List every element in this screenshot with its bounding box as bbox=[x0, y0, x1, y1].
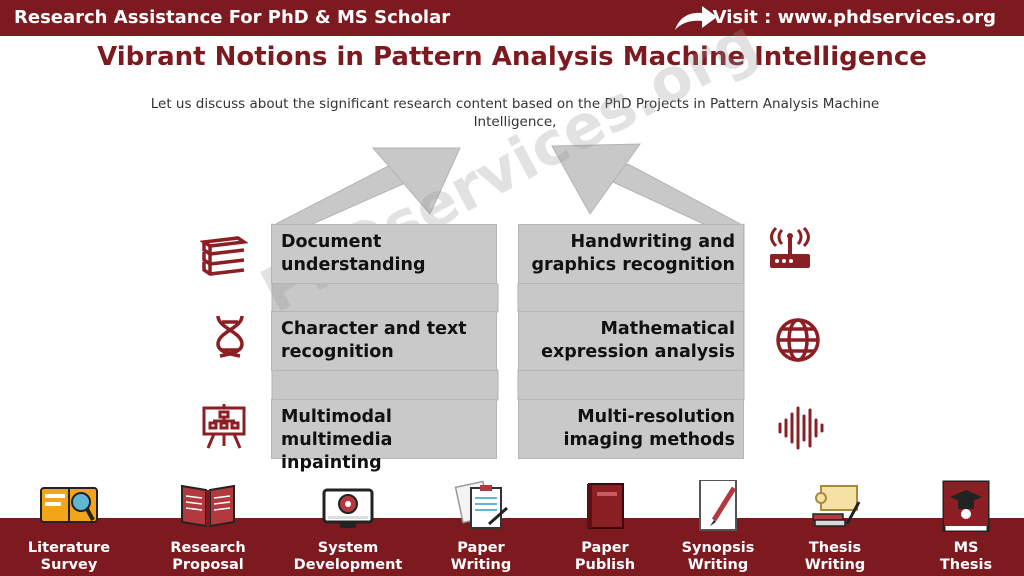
left-arrow-head bbox=[371, 147, 461, 215]
service-label-line2: Development bbox=[293, 557, 403, 573]
service-label-line1: System bbox=[317, 540, 379, 556]
router-icon bbox=[770, 226, 810, 268]
topic-mathematical-expression: Mathematical expression analysis bbox=[518, 311, 744, 371]
monitor-gear-icon bbox=[322, 488, 374, 528]
clipboard-writing-icon bbox=[454, 480, 508, 529]
right-arrow-head bbox=[551, 143, 641, 215]
right-arrow-shaft bbox=[598, 163, 745, 227]
topic-document-understanding: Document understanding bbox=[271, 224, 497, 284]
service-label-line1: Paper bbox=[457, 540, 505, 556]
service-label-line2: Proposal bbox=[172, 557, 244, 573]
left-arrow-shaft bbox=[271, 159, 432, 227]
topic-line: Multimodal bbox=[281, 407, 392, 427]
service-label-line2: Publish bbox=[574, 557, 636, 573]
topic-line: multimedia bbox=[281, 430, 393, 450]
service-label-line1: MS bbox=[953, 540, 979, 556]
brand-text: Research Assistance For PhD & MS Scholar bbox=[14, 7, 451, 28]
top-banner: Research Assistance For PhD & MS Scholar… bbox=[0, 0, 1024, 36]
dna-icon bbox=[216, 315, 244, 358]
service-label-line2: Writing bbox=[804, 557, 866, 573]
topic-line: Mathematical bbox=[600, 319, 735, 339]
service-label-line2: Writing bbox=[450, 557, 512, 573]
globe-icon bbox=[776, 318, 820, 362]
topic-multi-resolution-imaging: Multi-resolution imaging methods bbox=[518, 399, 744, 459]
topic-line: understanding bbox=[281, 255, 426, 275]
topic-line: expression analysis bbox=[541, 342, 735, 362]
service-label-line1: Research bbox=[170, 540, 246, 556]
service-label-line2: Thesis bbox=[939, 557, 993, 573]
topic-line: Multi-resolution bbox=[577, 407, 735, 427]
presentation-board-icon bbox=[202, 404, 246, 449]
red-book-icon bbox=[587, 483, 624, 529]
page-subtitle: Let us discuss about the significant res… bbox=[150, 96, 880, 130]
scroll-books-icon bbox=[812, 485, 861, 527]
service-label-line1: Paper bbox=[581, 540, 629, 556]
service-label-line1: Thesis bbox=[808, 540, 862, 556]
graduate-book-icon bbox=[942, 480, 990, 532]
topic-line: graphics recognition bbox=[531, 255, 735, 275]
topic-line: Document bbox=[281, 232, 382, 252]
page-title: Vibrant Notions in Pattern Analysis Mach… bbox=[97, 42, 927, 72]
service-label-line1: Literature bbox=[27, 540, 111, 556]
topic-line: inpainting bbox=[281, 453, 382, 473]
topic-multimodal-inpainting: Multimodal multimedia inpainting bbox=[271, 399, 497, 473]
services-bar bbox=[0, 518, 1024, 576]
service-label-line1: Synopsis bbox=[681, 540, 755, 556]
topic-character-text-recognition: Character and text recognition bbox=[271, 311, 497, 371]
open-book-icon bbox=[181, 484, 235, 528]
curved-arrow-icon bbox=[675, 6, 717, 30]
topic-line: recognition bbox=[281, 342, 394, 362]
sound-wave-icon bbox=[778, 406, 824, 450]
topic-handwriting-graphics: Handwriting and graphics recognition bbox=[518, 224, 744, 284]
topic-line: Character and text bbox=[281, 319, 467, 339]
paper-pen-icon bbox=[699, 480, 737, 531]
books-icon bbox=[200, 236, 248, 276]
service-label-line2: Survey bbox=[40, 557, 98, 573]
topic-line: Handwriting and bbox=[570, 232, 735, 252]
service-label-line2: Writing bbox=[687, 557, 749, 573]
literature-survey-icon bbox=[40, 487, 98, 523]
website-link[interactable]: Visit : www.phdservices.org bbox=[712, 7, 996, 28]
topic-line: imaging methods bbox=[563, 430, 735, 450]
